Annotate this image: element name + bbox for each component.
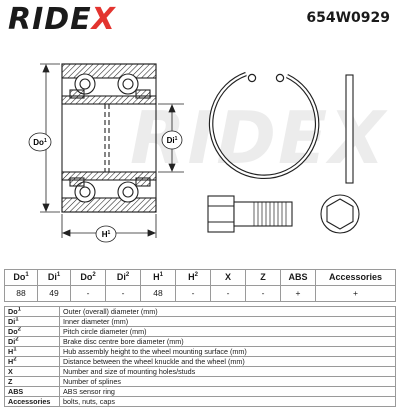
bolt-head-end-view	[320, 194, 360, 234]
legend-text: ABS sensor ring	[59, 386, 396, 397]
spec-table: Do1 Di1 Do2 Di2 H1 H2 X Z ABS Accessorie…	[4, 269, 396, 302]
outer-race-bottom	[61, 197, 157, 213]
spec-header-z: Z	[245, 269, 281, 286]
bearing-drawing-svg: Do1 Di1 H1	[28, 63, 360, 243]
spec-value-di1: 49	[37, 285, 71, 302]
legend-text: bolts, nuts, caps	[59, 396, 396, 407]
legend-key: Accessories	[4, 396, 60, 407]
spec-value-accessories: +	[315, 285, 396, 302]
legend-key: Di1	[4, 316, 60, 327]
spec-value-h2: -	[175, 285, 211, 302]
legend-key: Z	[4, 376, 60, 387]
legend-key: Di2	[4, 336, 60, 347]
spec-value-abs: +	[280, 285, 316, 302]
outer-race-top	[61, 63, 157, 79]
spec-value-z: -	[245, 285, 281, 302]
do-label-badge	[28, 132, 52, 152]
h-label-badge	[95, 225, 117, 243]
brand-logo-accent: X	[91, 2, 116, 37]
legend-text: Number of splines	[59, 376, 396, 387]
spec-header-do1: Do1	[4, 269, 38, 286]
brand-logo-text: RIDE	[8, 2, 92, 37]
spec-header-do2: Do2	[70, 269, 106, 286]
spec-value-di2: -	[105, 285, 141, 302]
legend-text: Outer (overall) diameter (mm)	[59, 306, 396, 317]
bolt-side-view	[207, 195, 293, 233]
spec-value-do1: 88	[4, 285, 38, 302]
di-label-badge	[161, 130, 183, 150]
bearing-cross-section	[61, 63, 157, 213]
legend-key: H1	[4, 346, 60, 357]
spec-header-di1: Di1	[37, 269, 71, 286]
spec-value-row: 88 49 - - 48 - - - + +	[4, 285, 396, 302]
di-label: Di1	[167, 136, 178, 145]
legend-key: Do1	[4, 306, 60, 317]
spec-header-h1: H1	[140, 269, 176, 286]
do-label: Do1	[33, 138, 47, 147]
legend-key: Do2	[4, 326, 60, 337]
brand-logo: RIDEX	[8, 2, 116, 37]
part-number: 654W0929	[306, 10, 390, 26]
di-dimension	[158, 103, 184, 173]
legend-text: Hub assembly height to the wheel mountin…	[59, 346, 396, 357]
spec-header-row: Do1 Di1 Do2 Di2 H1 H2 X Z ABS Accessorie…	[4, 269, 396, 286]
legend-key: X	[4, 366, 60, 377]
technical-drawing: RIDEX	[0, 38, 400, 260]
legend-text: Distance between the wheel knuckle and t…	[59, 356, 396, 367]
legend-key: H2	[4, 356, 60, 367]
circlip	[208, 71, 320, 179]
rolling-elements-bottom	[69, 177, 151, 203]
spec-value-do2: -	[70, 285, 106, 302]
spec-header-h2: H2	[175, 269, 211, 286]
spec-header-abs: ABS	[280, 269, 316, 286]
circlip-side-view	[345, 74, 354, 184]
spec-header-x: X	[210, 269, 246, 286]
legend-key: ABS	[4, 386, 60, 397]
spec-value-h1: 48	[140, 285, 176, 302]
legend-text: Number and size of mounting holes/studs	[59, 366, 396, 377]
spec-header-accessories: Accessories	[315, 269, 396, 286]
rolling-elements-top	[69, 73, 151, 99]
legend-text: Brake disc centre bore diameter (mm)	[59, 336, 396, 347]
spec-header-di2: Di2	[105, 269, 141, 286]
legend-text: Pitch circle diameter (mm)	[59, 326, 396, 337]
spec-value-x: -	[210, 285, 246, 302]
header: RIDEX 654W0929	[0, 0, 400, 40]
h-label: H1	[102, 230, 111, 239]
legend-text: Inner diameter (mm)	[59, 316, 396, 327]
